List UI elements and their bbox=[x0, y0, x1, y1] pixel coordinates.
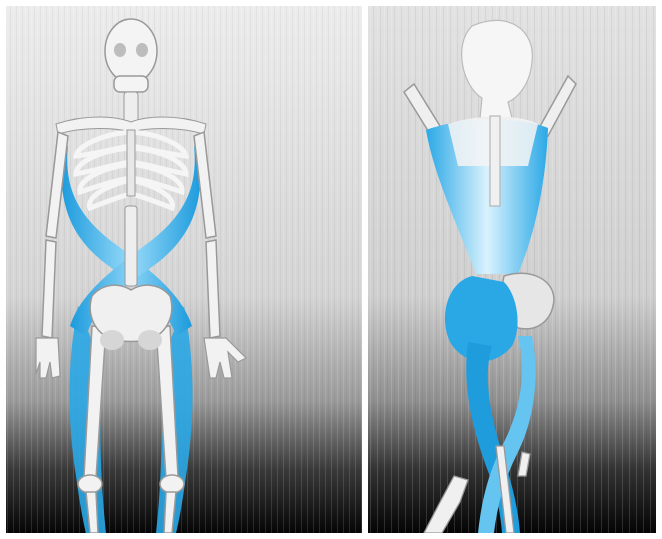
thoracic-spine bbox=[490, 116, 500, 206]
lumbar-spine bbox=[125, 206, 137, 286]
front-skeleton-illustration bbox=[6, 6, 362, 533]
back-skeleton-illustration bbox=[368, 6, 656, 533]
hip-socket-left bbox=[100, 330, 124, 350]
pelvis bbox=[90, 285, 171, 341]
front-view-panel bbox=[6, 6, 362, 533]
back-view-panel bbox=[368, 6, 656, 533]
hip-socket-right bbox=[138, 330, 162, 350]
eye-socket-right bbox=[136, 43, 148, 57]
sternum bbox=[127, 130, 135, 196]
eye-socket-left bbox=[114, 43, 126, 57]
cervical-spine bbox=[124, 92, 138, 122]
